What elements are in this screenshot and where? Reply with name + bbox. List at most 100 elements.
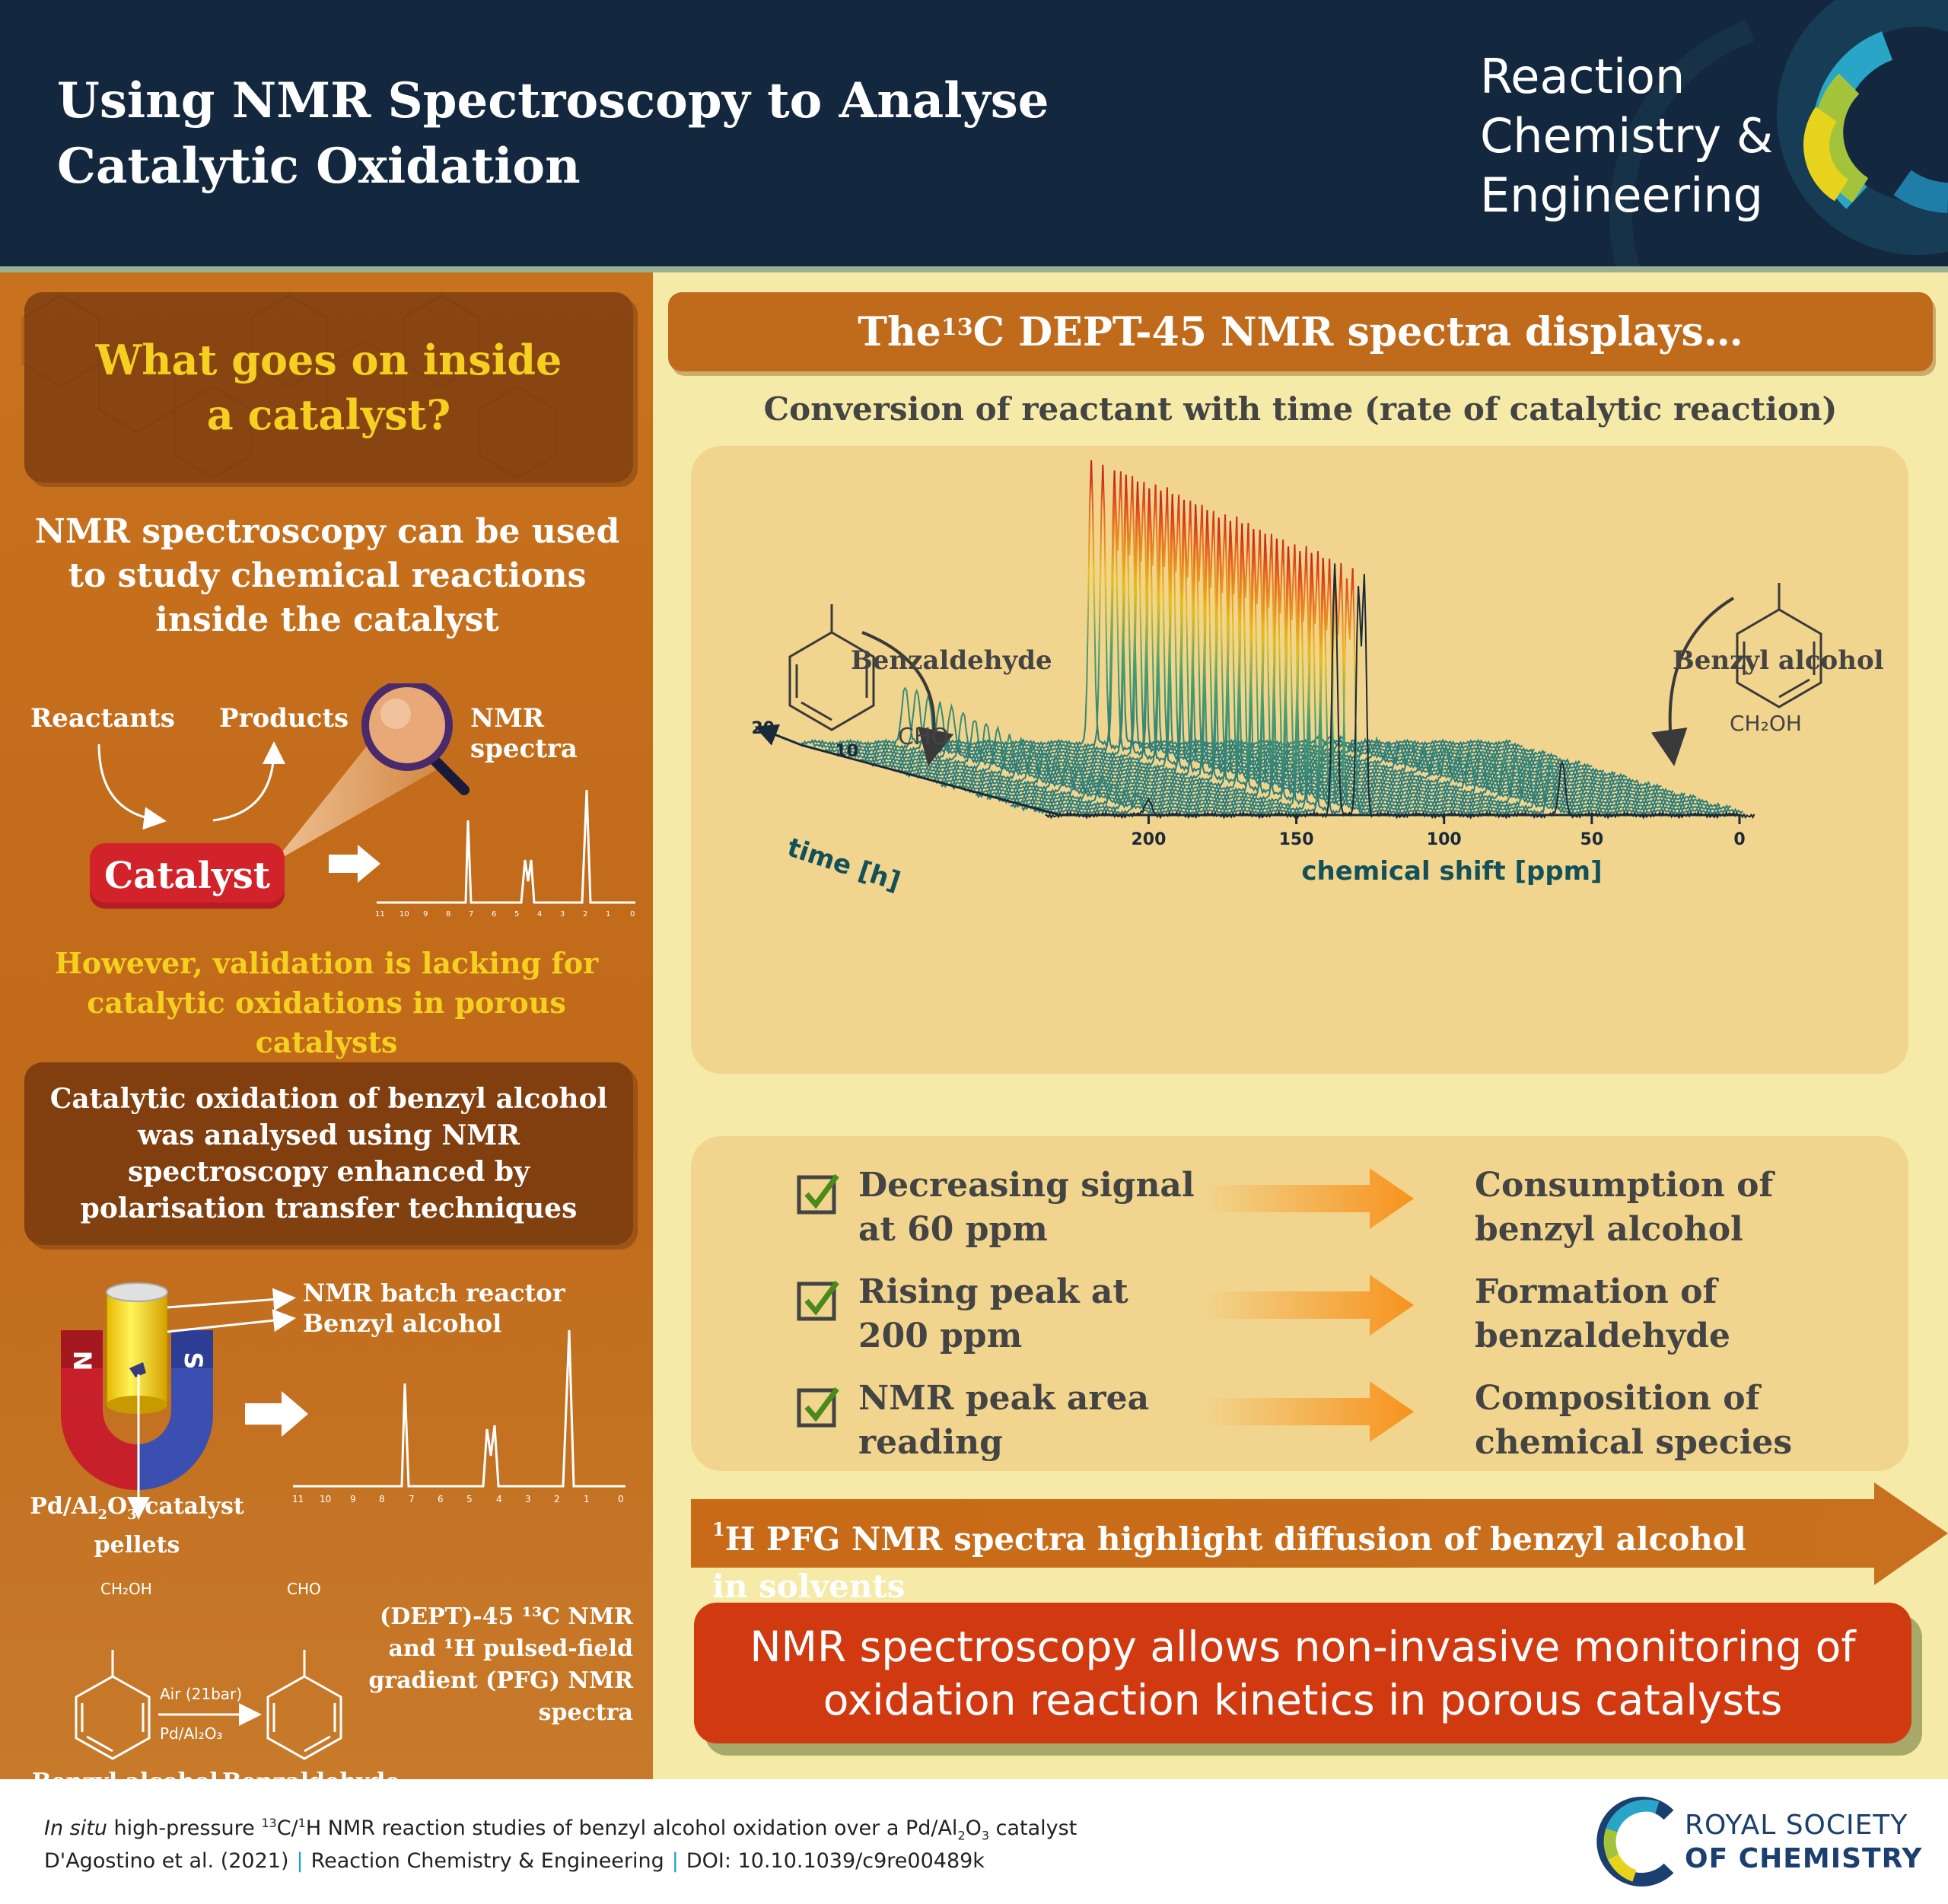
nmr-intro-text: NMR spectroscopy can be used to study ch… <box>34 512 620 639</box>
header-divider <box>0 266 1948 272</box>
svg-text:0: 0 <box>630 910 635 919</box>
spectrum-traces <box>801 460 1755 820</box>
dept-description: (DEPT)-45 ¹³C NMR and ¹H pulsed-field gr… <box>368 1603 633 1726</box>
finding-meaning: Formation of benzaldehyde <box>1475 1272 1731 1355</box>
x-tick-label: 0 <box>1733 830 1745 849</box>
y-axis-line <box>754 724 802 747</box>
rsc-logo-icon <box>1596 1797 1674 1886</box>
products-label: Products <box>219 703 349 734</box>
header: Using NMR Spectroscopy to Analyse Cataly… <box>0 0 1948 270</box>
x-tick-label: 50 <box>1580 830 1604 849</box>
reactor-nmr-spectrum <box>293 1329 625 1488</box>
x-axis-label: chemical shift [ppm] <box>1301 856 1602 887</box>
benzyl-alcohol-structure-icon <box>1650 583 1822 766</box>
reactor-arrow-right <box>245 1391 308 1437</box>
finding-meaning: Consumption of benzyl alcohol <box>1475 1166 1774 1249</box>
svg-text:0: 0 <box>618 1494 624 1504</box>
finding-observation: Rising peak at 200 ppm <box>858 1272 1128 1355</box>
x-axis-line <box>801 743 1061 817</box>
finding-row: Rising peak at 200 ppm Formation of benz… <box>691 1266 1908 1364</box>
svg-text:1: 1 <box>606 910 610 919</box>
svg-text:9: 9 <box>350 1494 356 1504</box>
left-panel: What goes on inside a catalyst? NMR spec… <box>0 272 653 1779</box>
batch-reactor-label: NMR batch reactor <box>303 1278 565 1307</box>
y-axis-label: time [h] <box>784 833 904 897</box>
benzyl-alcohol-label: Benzyl alcohol <box>303 1309 502 1338</box>
product-group-label: CHO <box>287 1580 321 1598</box>
conclusion-box: NMR spectroscopy allows non-invasive mon… <box>694 1603 1911 1743</box>
benzene-ring-reactant-icon <box>75 1650 151 1760</box>
question-box: What goes on inside a catalyst? <box>24 292 633 482</box>
citation-doi[interactable]: DOI: 10.10.1039/c9re00489k <box>686 1849 985 1873</box>
magnet-n-label: N <box>68 1351 97 1371</box>
citation-journal: Reaction Chemistry & Engineering <box>310 1849 664 1873</box>
benzyl-alcohol-label: Benzyl alcohol <box>1673 645 1884 676</box>
svg-text:7: 7 <box>469 910 473 919</box>
rsc-name-line2: OF CHEMISTRY <box>1685 1843 1923 1874</box>
benzyl-alcohol-group: CH₂OH <box>1730 711 1802 736</box>
page-title: Using NMR Spectroscopy to Analyse Cataly… <box>57 72 1049 195</box>
condition-bottom: Pd/Al₂O₃ <box>160 1724 223 1743</box>
reactor-cylinder-icon <box>106 1282 168 1414</box>
y-tick-label: 20 <box>751 719 775 738</box>
findings-panel: Decreasing signal at 60 ppm Consumption … <box>691 1136 1908 1471</box>
flow-arrow-right <box>329 845 380 883</box>
benzene-ring-product-icon <box>266 1650 342 1760</box>
svg-text:8: 8 <box>446 910 450 919</box>
magnet-s-label: S <box>179 1352 208 1369</box>
finding-row: Decreasing signal at 60 ppm Consumption … <box>691 1159 1908 1258</box>
benzaldehyde-group: CHO <box>898 724 950 750</box>
checkbox-icon <box>797 1280 839 1321</box>
question-heading: What goes on inside a catalyst? <box>95 336 562 439</box>
reactant-group-label: CH₂OH <box>100 1580 152 1598</box>
reactants-label: Reactants <box>30 703 175 734</box>
x-tick-label: 100 <box>1427 830 1462 849</box>
reactant-arrow <box>97 743 167 830</box>
condition-top: Air (21bar) <box>160 1685 243 1703</box>
result-arrow-icon <box>1202 1381 1414 1442</box>
finding-observation: NMR peak area reading <box>858 1379 1150 1462</box>
svg-text:4: 4 <box>496 1494 502 1504</box>
rsc-name-line1: ROYAL SOCIETY <box>1685 1810 1908 1841</box>
product-arrow <box>212 741 285 822</box>
journal-swirl-logo <box>1609 0 1948 270</box>
product-name: Benzaldehyde <box>222 1769 400 1779</box>
spectrum-trace <box>1010 551 1720 810</box>
svg-text:11: 11 <box>292 1494 304 1504</box>
citation-authors: D'Agostino et al. (2021) <box>44 1849 289 1873</box>
reactant-name: Benzyl alcohol <box>32 1769 218 1779</box>
svg-text:3: 3 <box>525 1494 531 1504</box>
svg-text:10: 10 <box>320 1494 331 1504</box>
horseshoe-magnet-icon <box>61 1330 213 1490</box>
svg-text:1: 1 <box>584 1494 590 1504</box>
spectrum-trace <box>1021 552 1732 813</box>
catalyst-badge: Catalyst <box>90 843 285 909</box>
svg-text:11: 11 <box>375 910 385 919</box>
result-arrow-icon <box>1202 1275 1414 1336</box>
svg-text:2: 2 <box>554 1494 560 1504</box>
x-tick-label: 150 <box>1279 830 1314 849</box>
benzaldehyde-label: Benzaldehyde <box>851 645 1052 676</box>
finding-observation: Decreasing signal at 60 ppm <box>858 1166 1195 1249</box>
reaction-scheme <box>75 1650 342 1760</box>
checkbox-icon <box>797 1173 839 1215</box>
mini-nmr-spectrum <box>377 789 635 904</box>
finding-meaning: Composition of chemical species <box>1475 1379 1793 1462</box>
validation-note: However, validation is lacking for catal… <box>54 946 599 1059</box>
oxidation-description: Catalytic oxidation of benzyl alcohol wa… <box>49 1083 608 1224</box>
chart-axes <box>754 724 1741 817</box>
svg-text:2: 2 <box>583 910 587 919</box>
footer: In situ high-pressure 13C/1H NMR reactio… <box>0 1779 1948 1904</box>
result-arrow-icon <box>1202 1168 1414 1229</box>
svg-text:5: 5 <box>466 1494 473 1504</box>
svg-text:3: 3 <box>560 910 565 919</box>
